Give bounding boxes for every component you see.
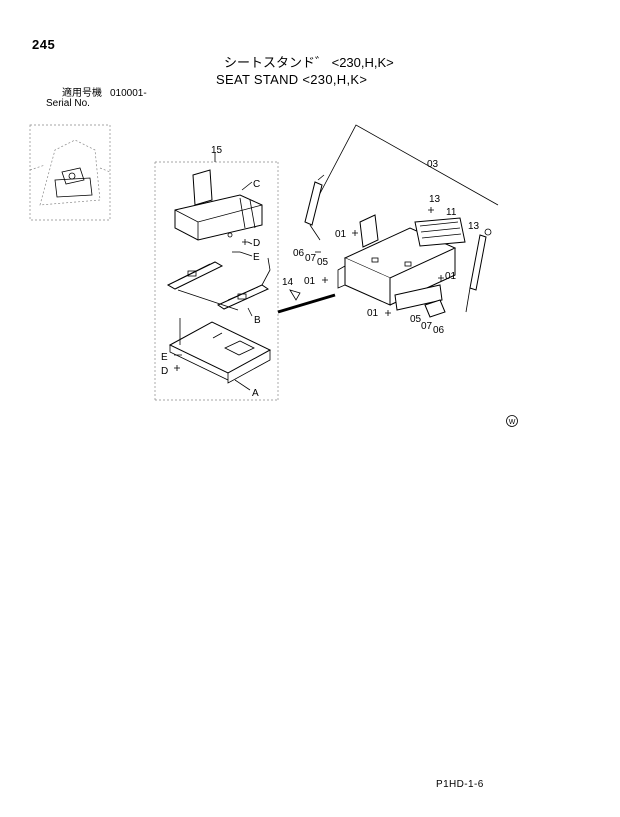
hardware-items — [289, 207, 446, 318]
callout-06-a: 06 — [293, 248, 305, 259]
part-a-base-plate — [168, 318, 272, 391]
callout-05-a: 05 — [317, 257, 329, 268]
page-title: SEAT STAND <230,H,K> — [216, 72, 368, 87]
gas-spring-right — [465, 228, 492, 313]
callout-11: 11 — [446, 207, 457, 218]
callout-01-a: 01 — [335, 229, 347, 240]
fasteners-de-lower — [174, 354, 182, 371]
callout-d-lower: D — [161, 366, 168, 377]
circled-w-logo: W — [506, 415, 518, 427]
page-title-japanese: シートスタンド゛ <230,H,K> — [224, 55, 394, 70]
callout-07-a: 07 — [305, 253, 317, 264]
callout-01-d: 01 — [367, 308, 379, 319]
callout-01-b: 01 — [304, 276, 316, 287]
callout-07-b: 07 — [421, 321, 433, 332]
page-number: 245 — [32, 37, 56, 52]
callout-01-c: 01 — [445, 271, 457, 282]
svg-text:W: W — [509, 419, 516, 426]
document-code: P1HD-1-6 — [436, 779, 484, 790]
callout-14: 14 — [282, 277, 294, 288]
serial-number-start: 010001- — [110, 88, 147, 99]
machine-thumbnail — [29, 124, 111, 221]
seat-stand-box — [337, 214, 466, 311]
callout-13-right: 13 — [468, 221, 480, 232]
callout-13-left: 13 — [429, 194, 441, 205]
assembly-arrow — [277, 293, 336, 314]
callout-15: 15 — [211, 145, 223, 156]
callout-05-b: 05 — [410, 314, 422, 325]
assembly-15-box — [154, 153, 279, 401]
fasteners-de-upper — [232, 239, 253, 257]
callout-d-upper: D — [253, 238, 260, 249]
callout-b: B — [254, 315, 261, 326]
gas-spring-left — [304, 174, 325, 241]
part-b-slide-rails — [166, 257, 271, 317]
callout-e-upper: E — [253, 252, 260, 263]
applicable-model-label: 適用号機 — [62, 88, 102, 99]
serial-number-label: Serial No. — [46, 98, 90, 109]
part-c-bracket — [174, 169, 263, 241]
callout-06-b: 06 — [433, 325, 445, 336]
leader-03 — [304, 124, 499, 223]
callout-a: A — [252, 388, 259, 399]
callout-c: C — [253, 179, 260, 190]
callout-03: 03 — [427, 159, 439, 170]
callout-e-lower: E — [161, 352, 168, 363]
